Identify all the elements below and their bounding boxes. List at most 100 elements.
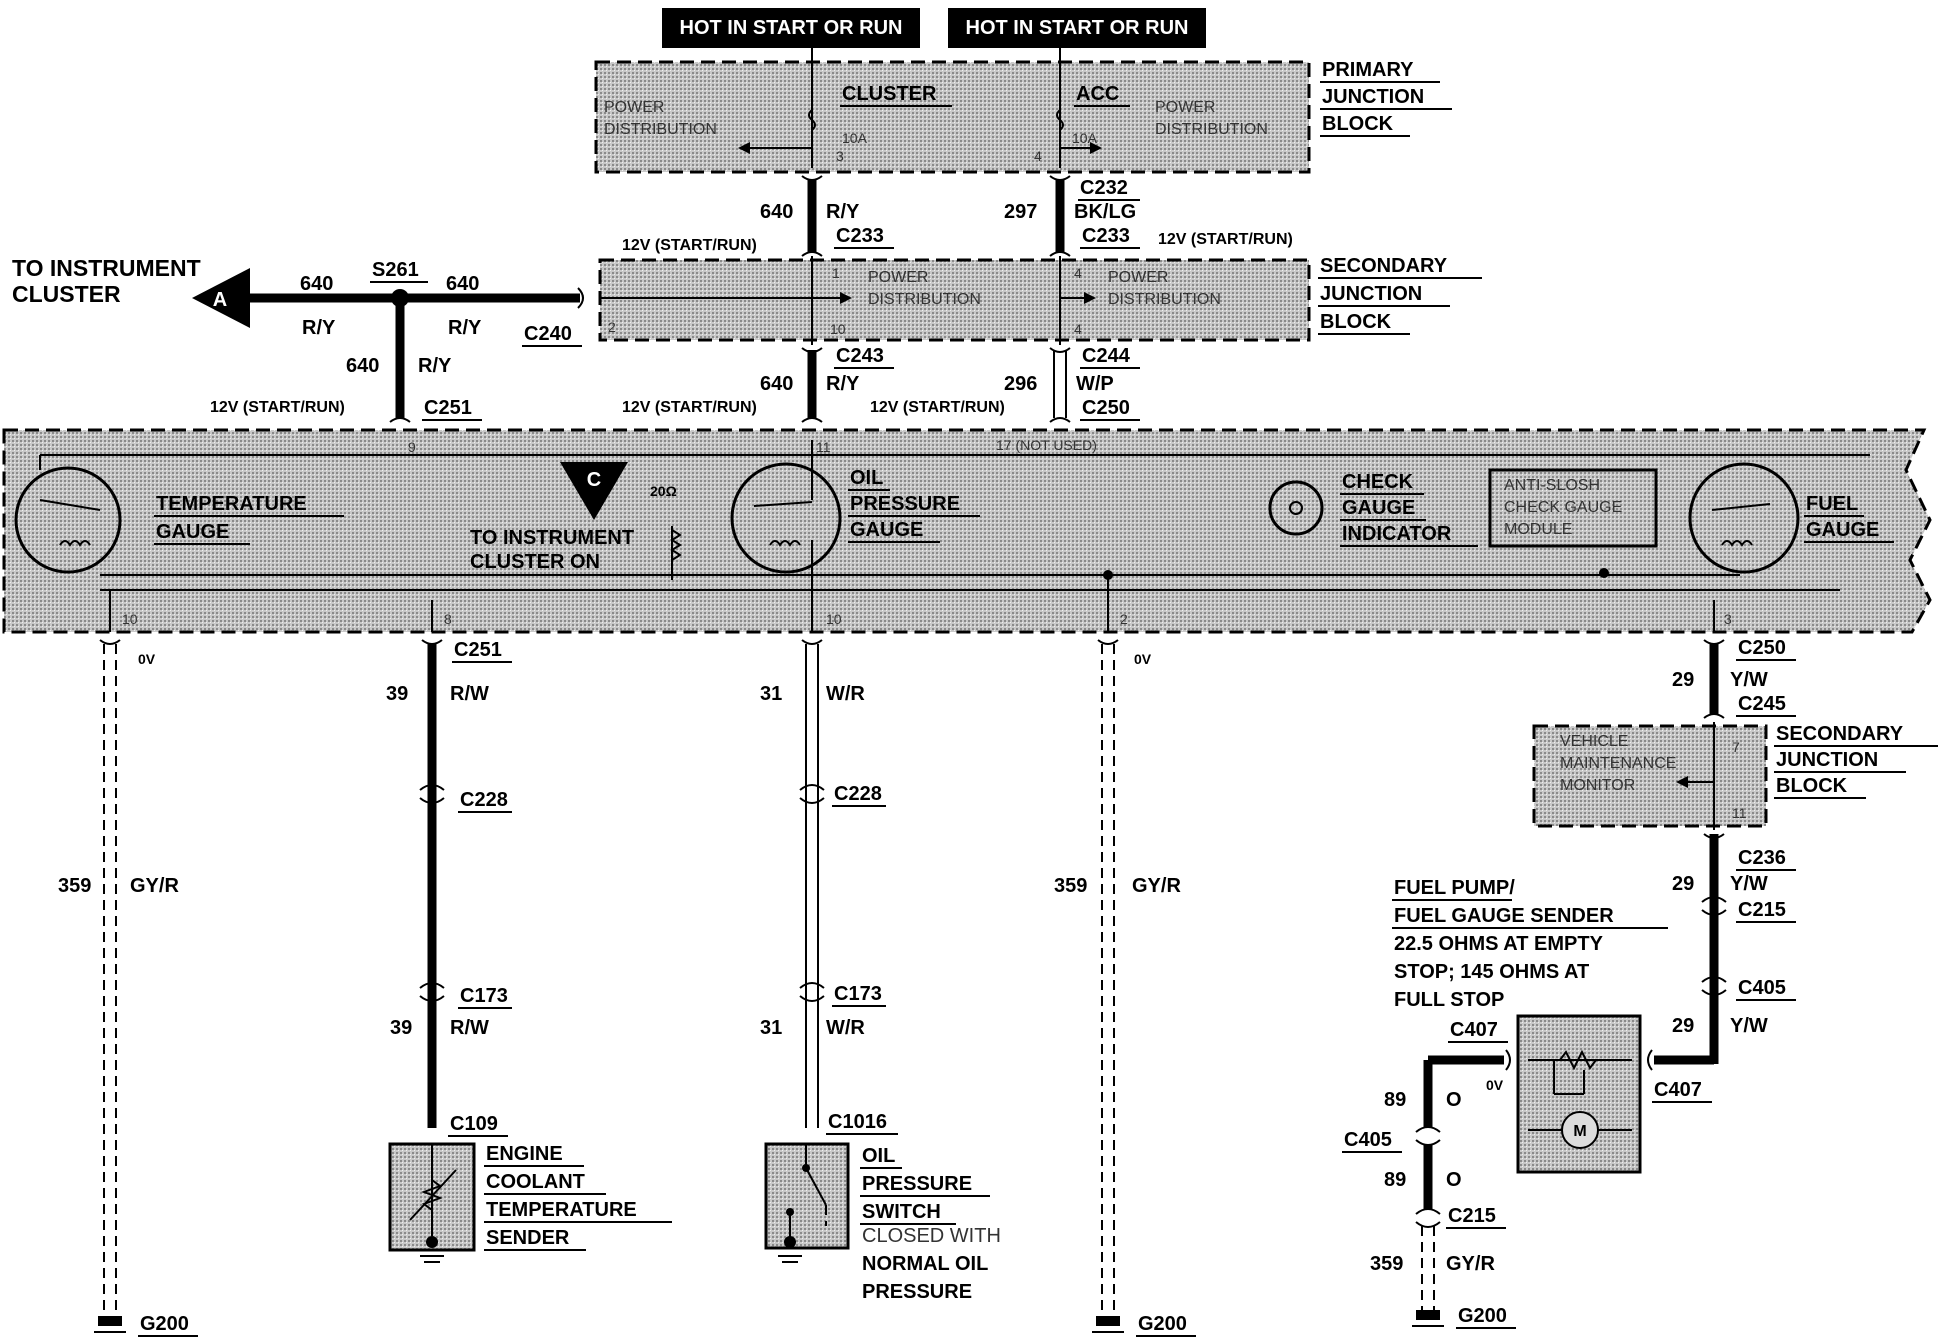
oil-circuit-1: 31	[760, 683, 782, 705]
check-gauge-label-2: GAUGE	[1342, 497, 1415, 519]
connector-a-ref: A	[213, 289, 227, 311]
pjb-fuse-cluster-rating: 10A	[842, 130, 868, 146]
fuel-sender-label-1: FUEL PUMP/	[1394, 877, 1515, 899]
left-g200: G200	[140, 1313, 189, 1335]
splice-s261-label: S261	[372, 259, 419, 281]
ground-g200-a-icon	[98, 1316, 122, 1326]
pjb-fuse-acc-rating: 10A	[1072, 130, 1098, 146]
cluster-pin-2: 2	[1120, 611, 1128, 627]
left-voltage: 12V (START/RUN)	[210, 399, 345, 416]
fuel-c407-b: C407	[1654, 1079, 1702, 1101]
sjb-arrow-right-icon	[1084, 292, 1096, 304]
fuel-c236: C236	[1738, 847, 1786, 869]
check-gauge-bulb-icon	[1268, 480, 1324, 536]
fuel-sender-note-3: FULL STOP	[1394, 989, 1504, 1011]
oil-switch-note-1: CLOSED WITH	[862, 1225, 1001, 1247]
pjb-pin-4: 4	[1034, 148, 1042, 164]
connector-c-ref: C	[587, 469, 601, 491]
fuel-sjb-title-2: JUNCTION	[1776, 749, 1878, 771]
oil-c173: C173	[834, 983, 882, 1005]
cluster-pin-10b: 10	[826, 611, 842, 627]
left-circuit-a: 640	[300, 273, 333, 295]
middle-ground-color: GY/R	[1132, 875, 1181, 897]
middle-ground-circuit: 359	[1054, 875, 1087, 897]
connector-a-arrow-icon	[192, 268, 250, 328]
oil-color-1: W/R	[826, 683, 865, 705]
fuel-color-89a: O	[1446, 1089, 1462, 1111]
middle-left-circuit: 640	[760, 373, 793, 395]
sjb-pin-4a: 4	[1074, 265, 1082, 281]
oil-color-2: W/R	[826, 1017, 865, 1039]
arrow-left-icon	[738, 142, 750, 154]
vmm-pin-11: 11	[1732, 805, 1747, 821]
left-ground-color: GY/R	[130, 875, 179, 897]
vmm-label-1: VEHICLE	[1560, 733, 1628, 750]
fuse-acc-icon	[1056, 109, 1064, 131]
pjb-dist-left-1: POWER	[604, 99, 664, 116]
left-color-c: R/Y	[418, 355, 452, 377]
anti-slosh-module: ANTI-SLOSH CHECK GAUGE MODULE	[1488, 468, 1658, 548]
middle-right-color: W/P	[1076, 373, 1114, 395]
upper-right-circuit: 297	[1004, 201, 1037, 223]
oil-c1016: C1016	[828, 1111, 887, 1133]
pjb-title-1: PRIMARY	[1322, 59, 1414, 81]
upper-voltage-right: 12V (START/RUN)	[1158, 231, 1293, 248]
ect-label-1: ENGINE	[486, 1143, 563, 1165]
oil-pressure-gauge-icon	[730, 462, 842, 574]
ground-g200-b-icon	[1096, 1316, 1120, 1326]
sjb-arrow-left-icon	[840, 292, 852, 304]
upper-c233-left: C233	[836, 225, 884, 247]
upper-left-color: R/Y	[826, 201, 860, 223]
left-c251: C251	[424, 397, 472, 419]
upper-wires: 640 R/Y 297 BK/LG C232 C233 C233 12V (ST…	[622, 175, 1293, 257]
fuel-color-89b: O	[1446, 1169, 1462, 1191]
ect-label-4: SENDER	[486, 1227, 570, 1249]
cluster-pin-17: 17 (NOT USED)	[996, 437, 1097, 453]
fuel-color-1: Y/W	[1730, 669, 1768, 691]
middle-wires: C243 C244 640 R/Y 296 W/P 12V (START/RUN…	[622, 345, 1140, 423]
temperature-gauge-icon	[14, 466, 122, 574]
vmm-label-3: MONITOR	[1560, 777, 1635, 794]
fuel-sjb-title-3: BLOCK	[1776, 775, 1848, 797]
ect-color-1: R/W	[450, 683, 489, 705]
left-ground-circuit: 359	[58, 875, 91, 897]
fuel-circuit-89a: 89	[1384, 1089, 1406, 1111]
sjb-pin-2: 2	[608, 319, 616, 335]
fuel-color-359: GY/R	[1446, 1253, 1495, 1275]
ect-label-3: TEMPERATURE	[486, 1199, 637, 1221]
middle-c250: C250	[1082, 397, 1130, 419]
middle-g200: G200	[1138, 1313, 1187, 1335]
middle-c244: C244	[1082, 345, 1131, 367]
ect-label-2: COOLANT	[486, 1171, 585, 1193]
to-cluster-on-2: CLUSTER ON	[470, 551, 600, 573]
vmm-block	[1532, 724, 1768, 828]
connector-c: C TO INSTRUMENT CLUSTER ON 20Ω	[470, 462, 682, 580]
cluster-pin-3: 3	[1724, 611, 1732, 627]
fuel-c250: C250	[1738, 637, 1786, 659]
pjb-title-3: BLOCK	[1322, 113, 1394, 135]
primary-junction-block: POWER DISTRIBUTION CLUSTER 10A 3 ACC 10A…	[594, 48, 1452, 174]
pjb-dist-left-2: DISTRIBUTION	[604, 121, 717, 138]
cluster-pin-9: 9	[408, 439, 416, 455]
oil-pressure-gauge: OIL PRESSURE GAUGE	[730, 462, 980, 574]
left-circuit-c: 640	[346, 355, 379, 377]
cluster-pin-8: 8	[444, 611, 452, 627]
upper-c232: C232	[1080, 177, 1128, 199]
ect-circuit-1: 39	[386, 683, 408, 705]
fuel-sender-note-2: STOP; 145 OHMS AT	[1394, 961, 1589, 983]
ect-c109: C109	[450, 1113, 498, 1135]
ect-sender-branch: C251 39 R/W C228 C173 39 R/W C109 ENGINE…	[386, 639, 672, 1263]
pjb-fuse-cluster: CLUSTER	[842, 83, 937, 105]
oil-switch-branch: 31 W/R C228 C173 31 W/R C1016 OIL PRESSU…	[760, 639, 1001, 1303]
ground-wire-middle: 0V 359 GY/R G200	[1054, 639, 1196, 1337]
fuel-c407-a: C407	[1450, 1019, 1498, 1041]
module-label-1: ANTI-SLOSH	[1504, 477, 1600, 494]
check-gauge-indicator: CHECK GAUGE INDICATOR	[1268, 471, 1478, 547]
hot-label-right-text: HOT IN START OR RUN	[966, 17, 1189, 39]
fuel-gauge: FUEL GAUGE	[1688, 462, 1894, 574]
fuel-circuit-1: 29	[1672, 669, 1694, 691]
ect-circuit-2: 39	[390, 1017, 412, 1039]
upper-right-color: BK/LG	[1074, 201, 1136, 223]
sjb-title-1: SECONDARY	[1320, 255, 1448, 277]
check-gauge-label-1: CHECK	[1342, 471, 1414, 493]
